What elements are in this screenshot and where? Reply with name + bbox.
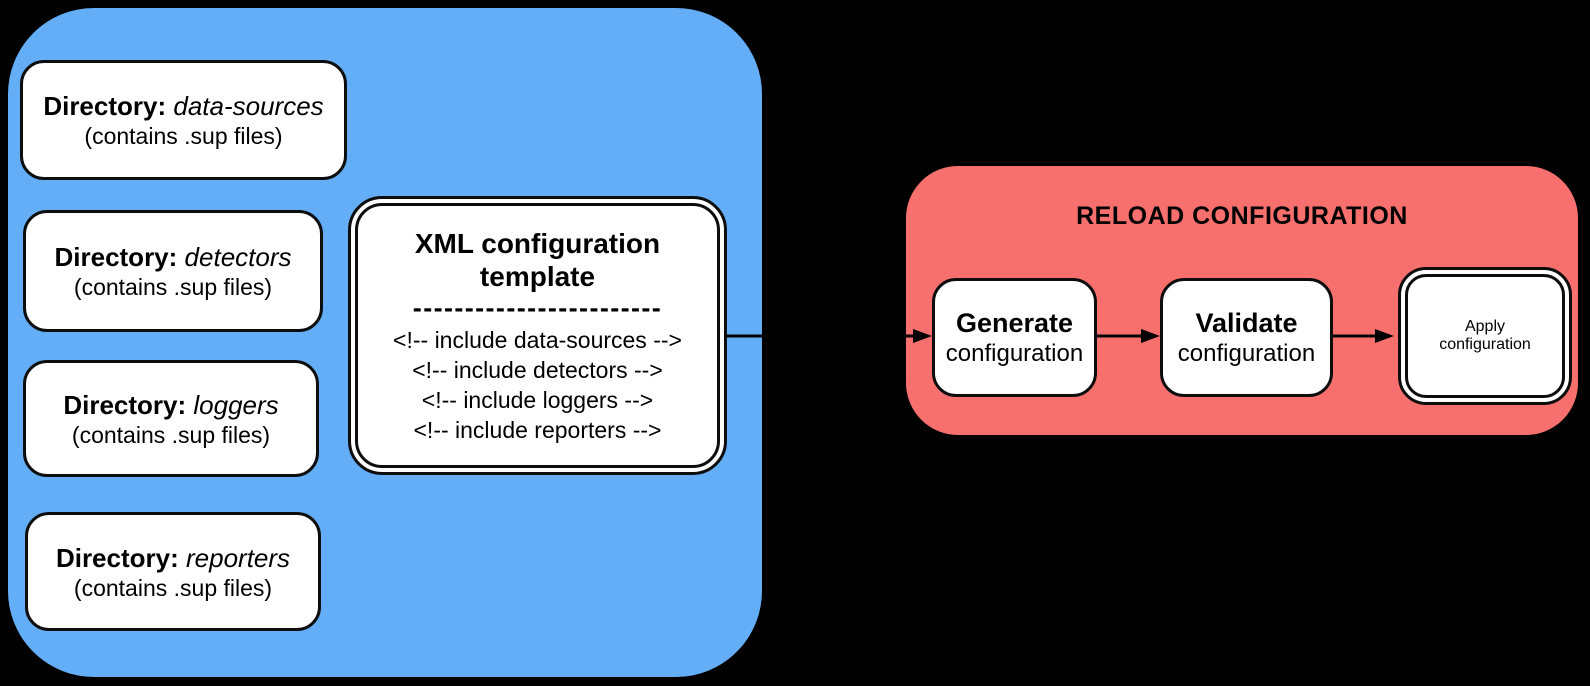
directory-prefix: Directory:	[43, 91, 167, 121]
directory-label: Directory: loggers	[63, 389, 278, 421]
directory-name: detectors	[184, 242, 292, 272]
xml-include-line: <!-- include loggers -->	[421, 386, 654, 413]
directory-box-data-sources: Directory: data-sources (contains .sup f…	[20, 60, 347, 180]
directory-label: Directory: reporters	[56, 542, 290, 574]
xml-include-line: <!-- include detectors -->	[412, 356, 663, 383]
xml-template-box-inner: XML configuration template -------------…	[355, 203, 720, 468]
step-action: Validate	[1195, 308, 1298, 338]
xml-template-title-line1: XML configuration	[414, 227, 661, 259]
step-object: configuration	[1177, 340, 1316, 367]
xml-include-line: <!-- include data-sources -->	[393, 326, 682, 353]
xml-include-line: <!-- include reporters -->	[413, 416, 662, 443]
directory-note: (contains .sup files)	[73, 274, 273, 300]
directory-name: reporters	[186, 542, 291, 573]
directory-name: data-sources	[173, 91, 324, 121]
directory-prefix: Directory:	[63, 389, 187, 420]
step-box-apply: Apply configuration	[1398, 267, 1572, 405]
reload-configuration-panel: RELOAD CONFIGURATION Generate configurat…	[902, 162, 1582, 439]
directory-note: (contains .sup files)	[73, 574, 273, 601]
directory-prefix: Directory:	[54, 242, 178, 272]
directory-prefix: Directory:	[55, 542, 179, 573]
xml-template-title: XML configuration template	[415, 227, 660, 293]
directory-label: Directory: detectors	[54, 241, 291, 273]
xml-template-box: XML configuration template -------------…	[348, 196, 727, 475]
reload-configuration-title: RELOAD CONFIGURATION	[1076, 202, 1408, 230]
directory-name: loggers	[193, 389, 279, 420]
step-action: Apply	[1464, 318, 1506, 335]
directory-box-detectors: Directory: detectors (contains .sup file…	[23, 210, 323, 332]
directory-box-loggers: Directory: loggers (contains .sup files)	[23, 360, 319, 477]
step-box-validate: Validate configuration	[1160, 278, 1333, 397]
step-action: Generate	[955, 308, 1074, 338]
step-object: configuration	[945, 340, 1084, 367]
directory-note: (contains .sup files)	[71, 421, 271, 448]
sup-directories-panel: Directory: data-sources (contains .sup f…	[4, 4, 766, 681]
step-box-generate: Generate configuration	[932, 278, 1097, 397]
directory-label: Directory: data-sources	[43, 90, 323, 122]
directory-note: (contains .sup files)	[84, 123, 283, 149]
xml-template-title-line2: template	[479, 260, 596, 292]
directory-box-reporters: Directory: reporters (contains .sup file…	[25, 512, 321, 631]
step-box-apply-inner: Apply configuration	[1405, 274, 1565, 398]
xml-template-includes: <!-- include data-sources --> <!-- inclu…	[393, 325, 682, 445]
xml-template-separator: ------------------------	[412, 292, 663, 323]
step-object: configuration	[1439, 336, 1531, 353]
